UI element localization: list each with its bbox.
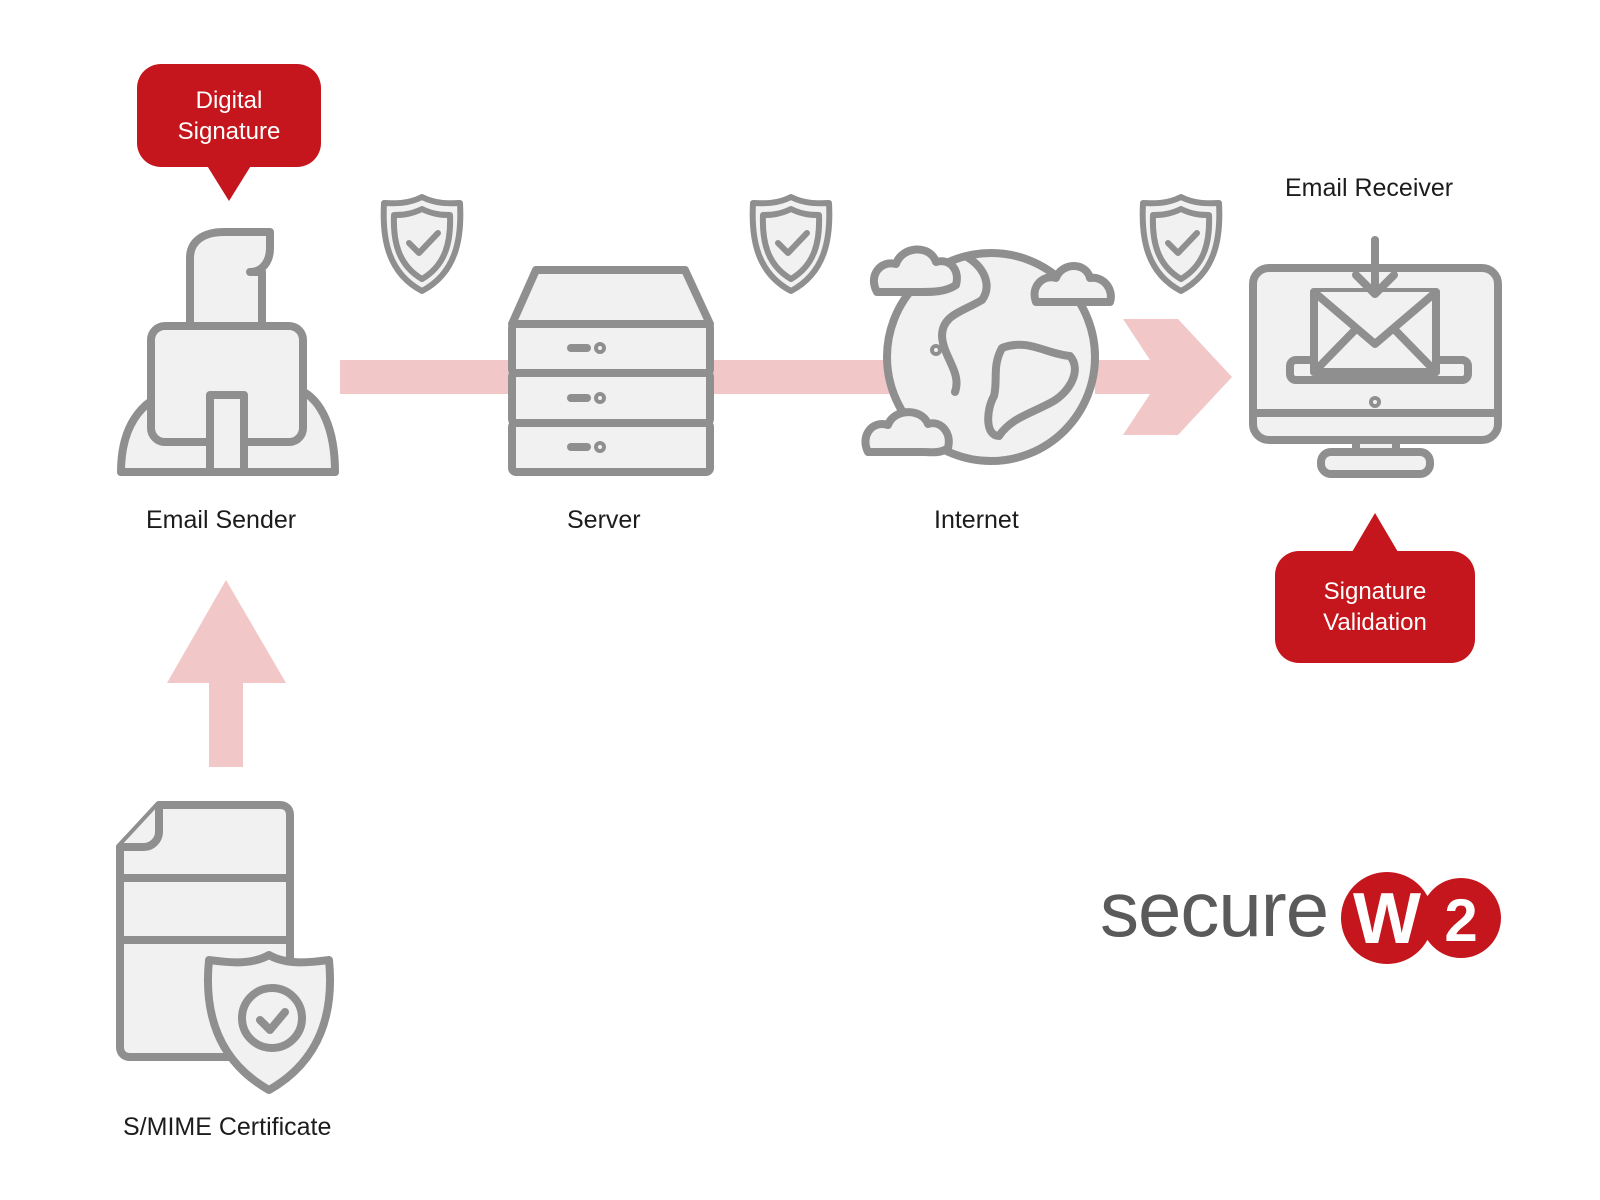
person-at-computer-icon xyxy=(117,228,339,476)
smime-certificate-label: S/MIME Certificate xyxy=(123,1113,332,1141)
digital-signature-callout: Digital Signature xyxy=(137,64,321,167)
shield-check-icon xyxy=(380,194,464,294)
signature-validation-callout: Signature Validation xyxy=(1275,551,1475,663)
signature-validation-line-1: Signature xyxy=(1323,578,1427,605)
shield-check-icon xyxy=(1139,194,1223,294)
server-rack-icon xyxy=(508,266,714,476)
digital-signature-line-1: Digital xyxy=(195,86,263,114)
shield-check-icon xyxy=(749,194,833,294)
monitor-email-download-icon xyxy=(1249,236,1502,478)
email-receiver-label: Email Receiver xyxy=(1285,174,1454,202)
email-sender-label: Email Sender xyxy=(146,506,297,534)
arrow-sender-to-server xyxy=(340,360,515,394)
digital-signature-line-2: Signature xyxy=(177,117,281,145)
logo-w-letter: W xyxy=(1353,879,1421,959)
arrow-certificate-to-sender xyxy=(167,580,286,767)
internet-label: Internet xyxy=(934,506,1019,534)
logo-2-letter: 2 xyxy=(1444,887,1477,954)
globe-clouds-icon xyxy=(861,245,1115,465)
flow-arrows xyxy=(167,319,1232,767)
signature-validation-line-2: Validation xyxy=(1323,609,1427,636)
logo-2-circle xyxy=(1421,878,1501,958)
arrow-server-to-internet xyxy=(705,360,895,394)
logo-w-circle xyxy=(1341,872,1433,964)
digital-signature-pointer xyxy=(206,164,252,201)
certificate-shield-icon xyxy=(116,801,335,1094)
server-label: Server xyxy=(567,506,641,534)
securew2-logo-text: secure xyxy=(1100,865,1329,953)
signature-validation-pointer xyxy=(1352,513,1398,552)
arrow-internet-to-receiver-head xyxy=(1095,319,1232,435)
